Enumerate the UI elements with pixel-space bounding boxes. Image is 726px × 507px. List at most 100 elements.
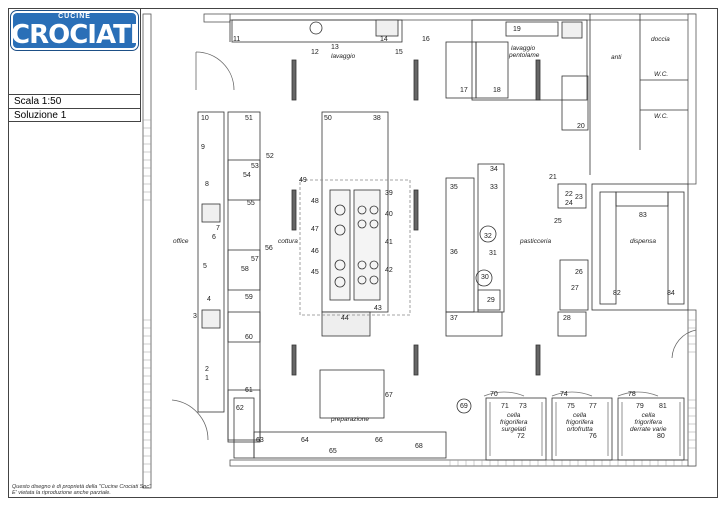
equipment-number: 81 bbox=[659, 403, 667, 410]
scale-label: Scala 1:50 bbox=[8, 94, 141, 108]
outer-wall-bottom bbox=[229, 459, 696, 467]
room-label-office: office bbox=[173, 238, 189, 245]
unit-29 bbox=[477, 289, 501, 311]
cella-line: frigorifera bbox=[566, 419, 594, 426]
cella-line: cella bbox=[573, 412, 587, 419]
equipment-number: 64 bbox=[301, 437, 309, 444]
door-swing-left-lower bbox=[171, 399, 209, 441]
pentolame-room bbox=[471, 19, 588, 101]
outer-wall-left bbox=[142, 13, 152, 489]
wall-hatch-bottom bbox=[449, 460, 683, 466]
equipment-number: 35 bbox=[450, 184, 458, 191]
equipment-number: 37 bbox=[450, 315, 458, 322]
cella-line: ortofrutta bbox=[566, 426, 593, 433]
hood-outline bbox=[299, 179, 411, 316]
equipment-number: 45 bbox=[311, 269, 319, 276]
equipment-number: 48 bbox=[311, 198, 319, 205]
cold-room-3 bbox=[617, 397, 685, 461]
copyright-note: Questo disegno è di proprietà della "Cuc… bbox=[12, 484, 151, 496]
equipment-number: 41 bbox=[385, 239, 393, 246]
equipment-number: 69 bbox=[460, 403, 468, 410]
equipment-number: 17 bbox=[460, 87, 468, 94]
counter-block bbox=[227, 159, 261, 201]
equipment-number: 76 bbox=[589, 433, 597, 440]
equipment-number: 82 bbox=[613, 290, 621, 297]
room-label-lavaggio-pentolame-1: lavaggio bbox=[511, 45, 536, 52]
equipment-number: 84 bbox=[667, 290, 675, 297]
room-label-wc-2: W.C. bbox=[654, 113, 669, 120]
equipment-number: 62 bbox=[236, 405, 244, 412]
copyright-line: Questo disegno è di proprietà della "Cuc… bbox=[12, 484, 152, 490]
equipment-number: 70 bbox=[490, 391, 498, 398]
copyright-line: E' vietata la riproduzione anche parzial… bbox=[12, 490, 111, 496]
equipment-number: 5 bbox=[203, 263, 207, 270]
equipment-number: 77 bbox=[589, 403, 597, 410]
equipment-number: 80 bbox=[657, 433, 665, 440]
company-logo: CUCINE CROCIATI bbox=[11, 11, 139, 50]
burner bbox=[334, 204, 346, 216]
cella-line: frigorifera bbox=[500, 419, 528, 426]
outer-wall-right-lower bbox=[687, 309, 697, 467]
equipment-number: 29 bbox=[487, 297, 495, 304]
sink bbox=[375, 19, 399, 37]
room-label-preparazione: preparazione bbox=[331, 416, 369, 423]
equipment-number: 22 bbox=[565, 191, 573, 198]
burner bbox=[357, 219, 367, 229]
equipment-number: 53 bbox=[251, 163, 259, 170]
pillar bbox=[291, 344, 297, 376]
equipment-number: 71 bbox=[501, 403, 509, 410]
unit-69 bbox=[456, 398, 472, 414]
burner bbox=[369, 205, 379, 215]
sink bbox=[561, 21, 583, 39]
sink bbox=[201, 309, 221, 329]
pillar bbox=[291, 59, 297, 101]
burner bbox=[334, 259, 346, 271]
equipment-number: 78 bbox=[628, 391, 636, 398]
equipment-number: 26 bbox=[575, 269, 583, 276]
equipment-number: 39 bbox=[385, 190, 393, 197]
equipment-number: 40 bbox=[385, 211, 393, 218]
equipment-number: 23 bbox=[575, 194, 583, 201]
unit-67 bbox=[319, 369, 385, 419]
equipment-number: 61 bbox=[245, 387, 253, 394]
pillar bbox=[413, 344, 419, 376]
unit-26-27 bbox=[559, 259, 589, 311]
unit-30 bbox=[475, 269, 493, 287]
equipment-number: 46 bbox=[311, 248, 319, 255]
equipment-number: 32 bbox=[484, 233, 492, 240]
equipment-number: 28 bbox=[563, 315, 571, 322]
equipment-number: 25 bbox=[554, 218, 562, 225]
equipment-number: 66 bbox=[375, 437, 383, 444]
equipment-number: 33 bbox=[490, 184, 498, 191]
counter-block bbox=[227, 311, 261, 343]
room-label-lavaggio: lavaggio bbox=[331, 53, 356, 60]
burner bbox=[357, 275, 367, 285]
equipment-number: 50 bbox=[324, 115, 332, 122]
cella-line: cella bbox=[641, 412, 655, 419]
room-label-cella-ortofrutta: cella frigorifera ortofrutta bbox=[566, 412, 593, 433]
equipment-number: 9 bbox=[201, 144, 205, 151]
dispensa-shelving bbox=[591, 183, 689, 311]
room-label-anti: anti bbox=[611, 54, 622, 61]
equipment-number: 3 bbox=[193, 313, 197, 320]
equipment-number: 43 bbox=[374, 305, 382, 312]
equipment-number: 49 bbox=[299, 177, 307, 184]
equipment-number: 56 bbox=[265, 245, 273, 252]
unit-32 bbox=[479, 225, 497, 243]
equipment-number: 42 bbox=[385, 267, 393, 274]
unit-37 bbox=[445, 311, 503, 337]
title-block bbox=[8, 8, 141, 122]
equipment-number: 10 bbox=[201, 115, 209, 122]
pillar bbox=[413, 189, 419, 231]
equipment-number: 36 bbox=[450, 249, 458, 256]
equipment-number: 58 bbox=[241, 266, 249, 273]
equipment-number: 67 bbox=[385, 392, 393, 399]
counter-block bbox=[227, 389, 261, 441]
cold-room-2 bbox=[551, 397, 613, 461]
solution-label: Soluzione 1 bbox=[8, 108, 141, 122]
equipment-number: 14 bbox=[380, 36, 388, 43]
burner bbox=[334, 276, 346, 288]
cella-line: surgelati bbox=[501, 426, 527, 433]
equipment-number: 27 bbox=[571, 285, 579, 292]
